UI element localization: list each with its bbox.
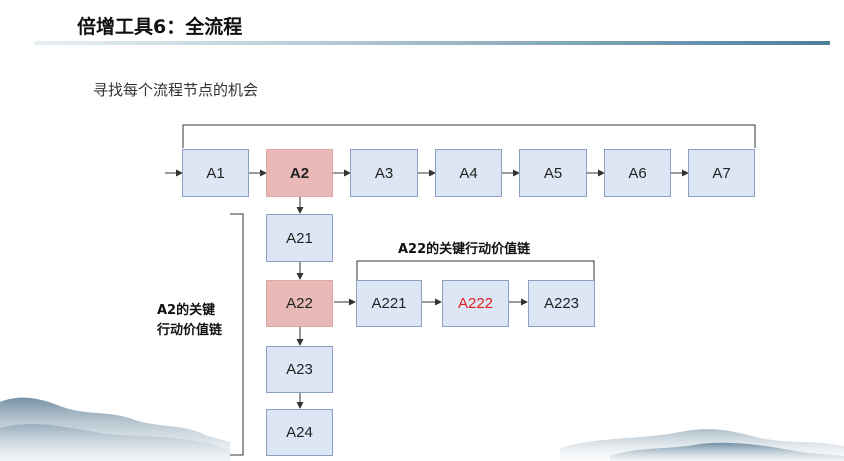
main-process-bracket <box>182 124 756 148</box>
slide-subtitle: 寻找每个流程节点的机会 <box>93 81 259 99</box>
process-box-a4: A4 <box>435 149 502 197</box>
process-box-a1: A1 <box>182 149 249 197</box>
subprocess-box-a22: A22 <box>266 280 333 327</box>
side-label: A2的关键 行动价值链 <box>157 301 222 341</box>
process-box-a2: A2 <box>266 149 333 197</box>
side-label-line1: A2的关键 <box>157 303 216 318</box>
process-box-a3: A3 <box>350 149 418 197</box>
subprocess-box-a21: A21 <box>266 214 333 262</box>
chain-box-a223: A223 <box>528 280 595 327</box>
process-box-a7: A7 <box>688 149 755 197</box>
slide-title: 倍增工具6：全流程 <box>77 16 243 38</box>
chain-box-a222: A222 <box>442 280 509 327</box>
subprocess-box-a23: A23 <box>266 346 333 393</box>
process-box-a5: A5 <box>519 149 587 197</box>
chain-bracket <box>356 260 595 281</box>
subprocess-box-a24: A24 <box>266 409 333 456</box>
chain-label: A22的关键行动价值链 <box>398 242 531 257</box>
mountain-scenery-image <box>0 397 844 461</box>
title-divider <box>34 41 830 45</box>
side-bracket <box>230 213 244 456</box>
process-box-a6: A6 <box>604 149 671 197</box>
chain-box-a221: A221 <box>356 280 422 327</box>
side-label-line2: 行动价值链 <box>157 323 223 338</box>
